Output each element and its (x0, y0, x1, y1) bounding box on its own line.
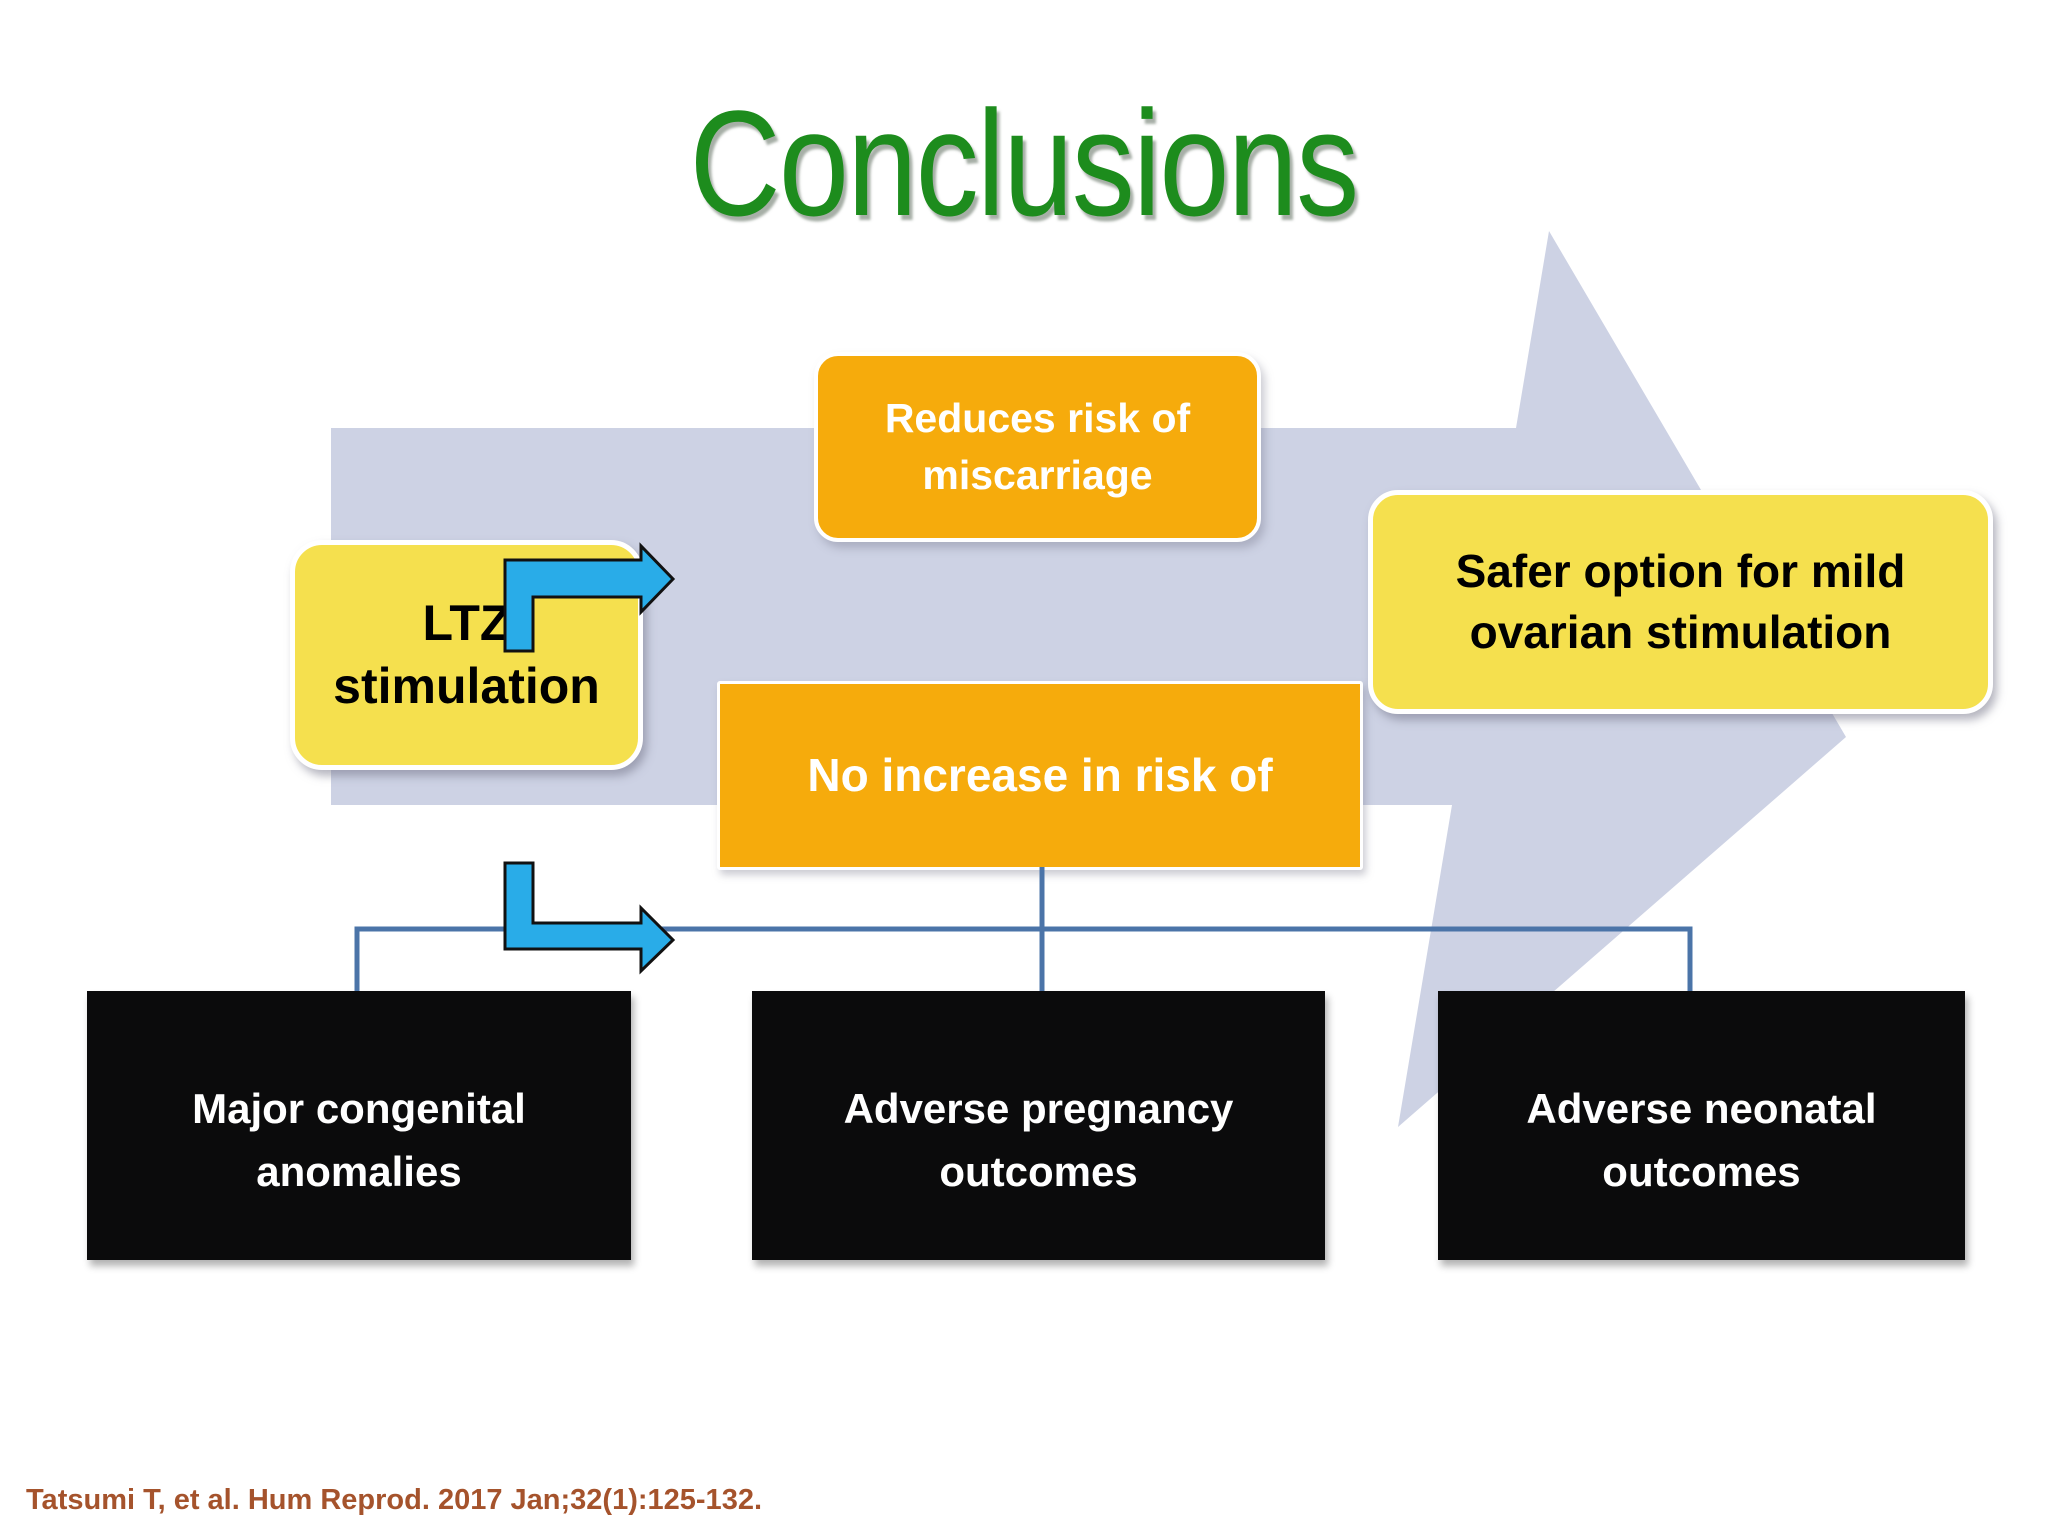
elbow-arrow-top-icon (503, 542, 676, 653)
ltz-stimulation-label: LTZ stimulation (333, 595, 600, 714)
no-increase-box: No increase in risk of (717, 681, 1363, 870)
safer-option-box: Safer option for mild ovarian stimulatio… (1368, 490, 1993, 714)
outcome-box-pregnancy: Adverse pregnancy outcomes (752, 991, 1325, 1260)
elbow-arrow-bottom-icon (503, 861, 676, 975)
reduces-miscarriage-box: Reduces risk of miscarriage (814, 352, 1261, 542)
no-increase-label: No increase in risk of (807, 748, 1273, 801)
slide-title-text: Conclusions (690, 79, 1360, 247)
citation: Tatsumi T, et al. Hum Reprod. 2017 Jan;3… (26, 1484, 763, 1516)
big-right-arrow-shape (331, 231, 1846, 1127)
outcome-neonatal-label: Adverse neonatal outcomes (1526, 1084, 1877, 1195)
outcome-box-neonatal: Adverse neonatal outcomes (1438, 991, 1965, 1260)
safer-option-label: Safer option for mild ovarian stimulatio… (1455, 544, 1906, 658)
slide-title: Conclusions (0, 88, 2048, 238)
connector-bracket (354, 867, 1693, 991)
outcome-congenital-label: Major congenital anomalies (192, 1084, 526, 1195)
outcome-box-congenital: Major congenital anomalies (87, 991, 631, 1260)
outcome-pregnancy-label: Adverse pregnancy outcomes (843, 1084, 1234, 1195)
reduces-miscarriage-label: Reduces risk of miscarriage (884, 395, 1191, 498)
